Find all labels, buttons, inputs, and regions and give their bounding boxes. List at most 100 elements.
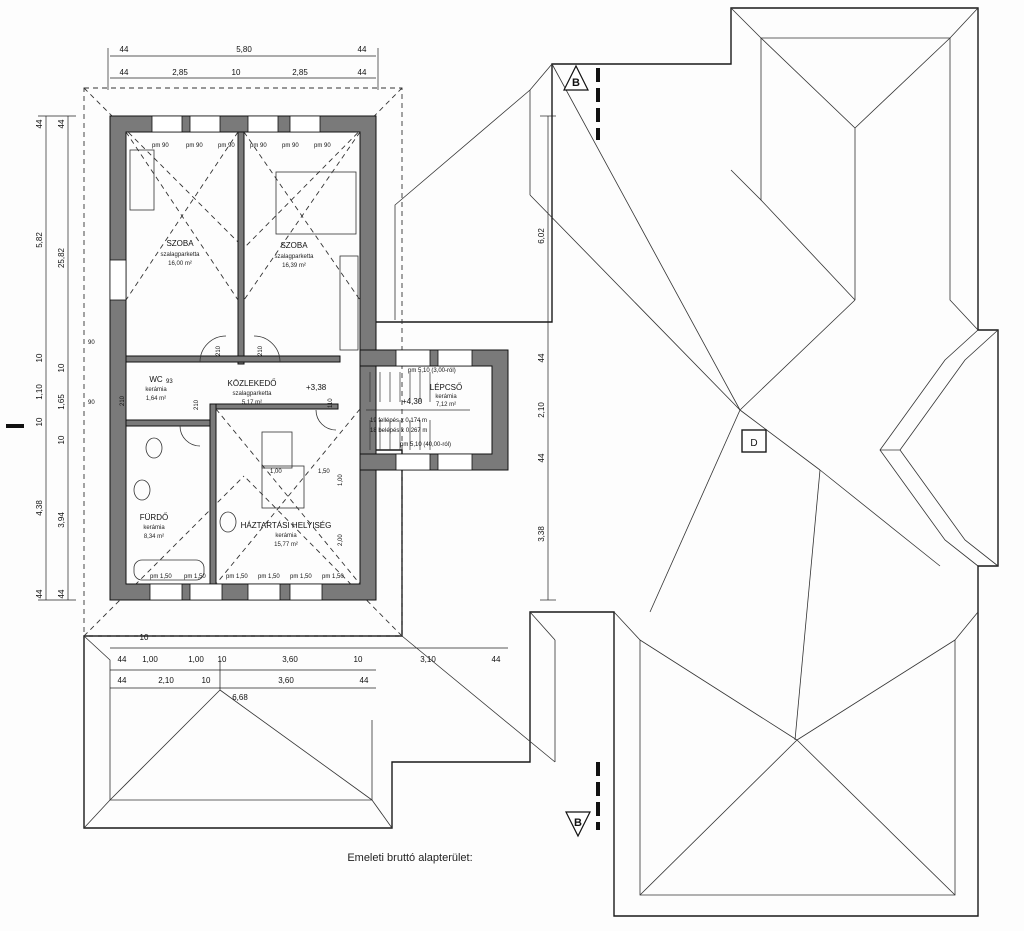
- section-mark-top-label: B: [572, 77, 580, 89]
- window-label-7: pm 1,50: [150, 574, 172, 580]
- dim-bot-r2-7: 3,10: [420, 655, 436, 664]
- dim-top-3: 44: [358, 45, 367, 54]
- dim-left-i-7: 44: [57, 589, 66, 598]
- dim-left-o-1: 44: [35, 119, 44, 128]
- room-3-floor: kerámia: [145, 387, 167, 393]
- window-label-9: pm 1,50: [226, 574, 248, 580]
- level-mark-upper: +3,38: [306, 383, 327, 392]
- dim-bot-r3-1: 44: [118, 676, 127, 685]
- dim-bot-r2-4: 10: [218, 655, 227, 664]
- dim-bot-total: 6,68: [232, 693, 248, 702]
- room-1-name: SZOBA: [166, 239, 194, 248]
- dim-right-5: 3,38: [537, 526, 546, 542]
- room-2-area: 16,39 m²: [282, 263, 306, 269]
- stair-note-1: 19 fellépés x 0,174 m: [370, 418, 427, 424]
- dim-misc-6: 210: [216, 345, 222, 356]
- stair-note-3: pm 5,10 (3,00-ról): [408, 368, 456, 374]
- dim-right-3: 2,10: [537, 402, 546, 418]
- window-label-1: pm 90: [152, 143, 169, 149]
- dim-bot-r2-5: 3,60: [282, 655, 298, 664]
- dim-bot-r2-8: 44: [492, 655, 501, 664]
- room-2-floor: szalagparketta: [274, 254, 314, 260]
- room-6-name: FÜRDŐ: [140, 513, 168, 522]
- room-4-area: 5,17 m²: [242, 400, 262, 406]
- level-mark-stair: +4,30: [402, 397, 423, 406]
- window-label-6: pm 90: [314, 143, 331, 149]
- skylight-box: [741, 429, 767, 453]
- room-5-floor: kerámia: [435, 394, 457, 400]
- dim-bot-r3-5: 44: [360, 676, 369, 685]
- room-6-area: 8,34 m²: [144, 534, 164, 540]
- section-mark-top: B: [563, 64, 600, 140]
- section-mark-bottom: B: [565, 762, 600, 838]
- dim-misc-4: 2,00: [338, 534, 344, 546]
- dim-top-1: 44: [120, 45, 129, 54]
- dim-bot-r2-3: 1,00: [188, 655, 204, 664]
- dim-left-o-2: 5,82: [35, 232, 44, 248]
- dim-top-r2-2: 2,85: [172, 68, 188, 77]
- window-label-8: pm 1,50: [184, 574, 206, 580]
- room-fixtures: [125, 131, 470, 585]
- window-label-11: pm 1,50: [290, 574, 312, 580]
- roof-plan: D: [83, 7, 999, 917]
- stair-note-4: pm 5,10 (40,00-ról): [400, 442, 451, 448]
- dim-misc-3: 1,00: [338, 474, 344, 486]
- room-7-area: 15,77 m²: [274, 542, 298, 548]
- dim-misc-1: 1,00: [270, 469, 282, 475]
- dim-right-4: 44: [537, 453, 546, 462]
- dim-misc-5: 93: [166, 379, 173, 385]
- dim-left-o-5: 10: [35, 417, 44, 426]
- dim-bot-r3-3: 10: [202, 676, 211, 685]
- dim-left-o-6: 4,38: [35, 500, 44, 516]
- dim-bot-r3-4: 3,60: [278, 676, 294, 685]
- window-label-3: pm 90: [218, 143, 235, 149]
- room-4-name: KÖZLEKEDŐ: [228, 379, 277, 388]
- dim-left-i-5: 10: [57, 435, 66, 444]
- room-3-area: 1,64 m²: [146, 396, 166, 402]
- dim-bot-r2-1: 44: [118, 655, 127, 664]
- dim-top-r2-3: 10: [232, 68, 241, 77]
- edge-marker: [6, 424, 24, 428]
- dim-misc-12: 210: [120, 395, 126, 406]
- window-label-12: pm 1,50: [322, 574, 344, 580]
- room-7-floor: kerámia: [275, 533, 297, 539]
- window-label-5: pm 90: [282, 143, 299, 149]
- caption: Emeleti bruttó alapterület:: [347, 852, 473, 864]
- dim-misc-2: 1,50: [318, 469, 330, 475]
- dim-top-r2-5: 44: [358, 68, 367, 77]
- room-6-floor: kerámia: [143, 525, 165, 531]
- dim-misc-8: 210: [194, 399, 200, 410]
- dim-right-2: 44: [537, 353, 546, 362]
- window-label-4: pm 90: [250, 143, 267, 149]
- dim-bot-r2-2: 1,00: [142, 655, 158, 664]
- dimension-lines: [38, 48, 556, 689]
- dim-top-r2-4: 2,85: [292, 68, 308, 77]
- dim-misc-11: 110: [328, 398, 334, 408]
- dim-left-i-4: 1,65: [57, 394, 66, 410]
- dim-top-2: 5,80: [236, 45, 252, 54]
- dim-left-i-3: 10: [57, 363, 66, 372]
- room-1-floor: szalagparketta: [160, 252, 200, 258]
- dim-right-1: 6,02: [537, 228, 546, 244]
- skylight-label: D: [750, 438, 757, 449]
- room-2-name: SZOBA: [280, 241, 308, 250]
- dim-bot-r3-2: 2,10: [158, 676, 174, 685]
- floor-plan-walls: [109, 115, 509, 601]
- dim-left-o-3: 10: [35, 353, 44, 362]
- section-mark-bottom-label: B: [574, 817, 582, 829]
- dim-top-r2-1: 44: [120, 68, 129, 77]
- dim-left-o-7: 44: [35, 589, 44, 598]
- dim-misc-10: 90: [88, 400, 95, 406]
- room-5-area: 7,12 m²: [436, 402, 456, 408]
- room-4-floor: szalagparketta: [232, 391, 272, 397]
- dim-left-i-2: 25,82: [57, 247, 66, 268]
- dim-left-i-1: 44: [57, 119, 66, 128]
- dim-left-o-4: 1,10: [35, 384, 44, 400]
- dim-misc-9: 90: [88, 340, 95, 346]
- stair-note-2: 18 belépés x 0,267 m: [370, 428, 427, 434]
- dim-left-i-6: 3,94: [57, 512, 66, 528]
- room-7-name: HÁZTARTÁSI HELYISÉG: [241, 521, 332, 530]
- room-3-name: WC: [149, 375, 163, 384]
